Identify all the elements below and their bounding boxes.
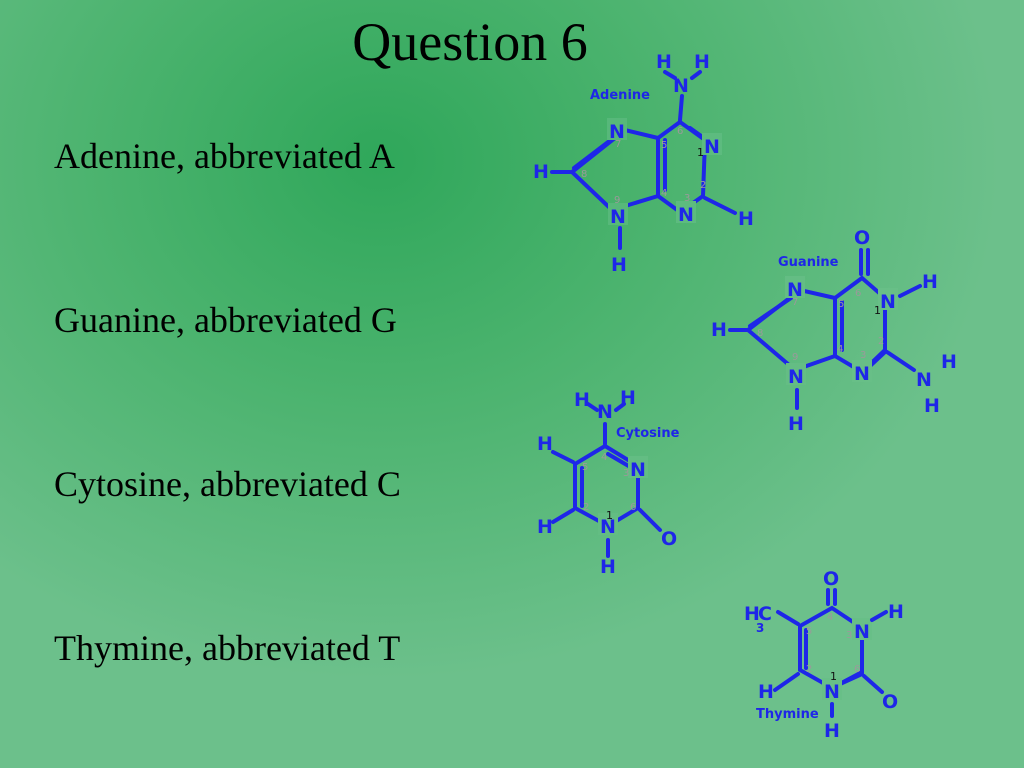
svg-text:3: 3 [860, 350, 866, 361]
svg-text:6: 6 [630, 502, 636, 513]
svg-text:2: 2 [700, 180, 706, 191]
svg-text:N: N [824, 681, 840, 703]
svg-text:N: N [610, 206, 626, 228]
svg-text:H: H [611, 254, 627, 276]
bullet-thymine: Thymine, abbreviated T [54, 628, 401, 668]
svg-text:H: H [574, 389, 590, 411]
svg-text:4: 4 [827, 612, 833, 623]
svg-text:N: N [787, 279, 803, 301]
svg-text:5: 5 [582, 462, 588, 473]
adenine-label: Adenine [590, 88, 650, 103]
svg-text:H: H [711, 319, 727, 341]
svg-text:N: N [854, 363, 870, 385]
svg-text:1: 1 [697, 146, 704, 159]
svg-text:3: 3 [756, 621, 764, 635]
svg-text:H: H [537, 433, 553, 455]
guanine-label: Guanine [778, 255, 839, 270]
svg-text:3: 3 [623, 468, 629, 479]
svg-text:H: H [744, 603, 760, 625]
svg-text:H: H [656, 51, 672, 73]
svg-text:2: 2 [583, 502, 589, 513]
svg-text:3: 3 [846, 630, 852, 641]
svg-text:4: 4 [837, 344, 843, 355]
svg-text:6: 6 [855, 288, 861, 299]
svg-text:H: H [758, 681, 774, 703]
svg-text:4: 4 [601, 452, 607, 463]
svg-text:N: N [673, 75, 689, 97]
svg-text:1: 1 [606, 509, 613, 522]
svg-text:5: 5 [838, 299, 844, 310]
bullet-guanine: Guanine, abbreviated G [54, 300, 397, 340]
svg-text:N: N [597, 401, 613, 423]
svg-text:H: H [888, 601, 904, 623]
svg-text:5: 5 [806, 626, 812, 637]
svg-text:N: N [600, 516, 616, 538]
svg-text:H: H [924, 395, 940, 417]
svg-text:1: 1 [874, 304, 881, 317]
svg-text:H: H [600, 556, 616, 578]
svg-text:H: H [922, 271, 938, 293]
svg-text:6: 6 [854, 664, 860, 675]
svg-text:H: H [533, 161, 549, 183]
svg-text:N: N [704, 136, 720, 158]
svg-text:N: N [788, 366, 804, 388]
thymine-label: Thymine [756, 707, 819, 722]
svg-text:O: O [854, 227, 870, 249]
slide-title: Question 6 [352, 12, 588, 72]
svg-text:7: 7 [792, 297, 798, 308]
svg-text:N: N [678, 204, 694, 226]
svg-text:8: 8 [757, 328, 763, 339]
svg-text:8: 8 [581, 169, 587, 180]
svg-text:H: H [941, 351, 957, 373]
svg-text:N: N [609, 121, 625, 143]
svg-text:H: H [694, 51, 710, 73]
svg-text:C: C [758, 603, 772, 625]
bullet-cytosine: Cytosine, abbreviated C [54, 464, 401, 504]
svg-text:3: 3 [684, 193, 690, 204]
svg-text:5: 5 [661, 140, 667, 151]
svg-text:H: H [537, 516, 553, 538]
svg-text:N: N [916, 369, 932, 391]
cytosine-label: Cytosine [616, 426, 680, 441]
svg-text:H: H [788, 413, 804, 435]
svg-text:O: O [823, 568, 839, 590]
svg-text:N: N [630, 459, 646, 481]
svg-text:O: O [882, 691, 898, 713]
svg-text:2: 2 [878, 336, 884, 347]
svg-text:9: 9 [614, 195, 620, 206]
svg-text:9: 9 [792, 352, 798, 363]
svg-text:1: 1 [830, 670, 837, 683]
svg-text:O: O [661, 528, 677, 550]
svg-text:H: H [738, 208, 754, 230]
svg-text:6: 6 [677, 126, 683, 137]
svg-text:N: N [880, 291, 896, 313]
bullet-adenine: Adenine, abbreviated A [54, 136, 395, 176]
svg-text:4: 4 [661, 188, 667, 199]
svg-text:2: 2 [806, 664, 812, 675]
svg-text:N: N [854, 621, 870, 643]
svg-text:7: 7 [615, 139, 621, 150]
svg-text:H: H [824, 720, 840, 742]
